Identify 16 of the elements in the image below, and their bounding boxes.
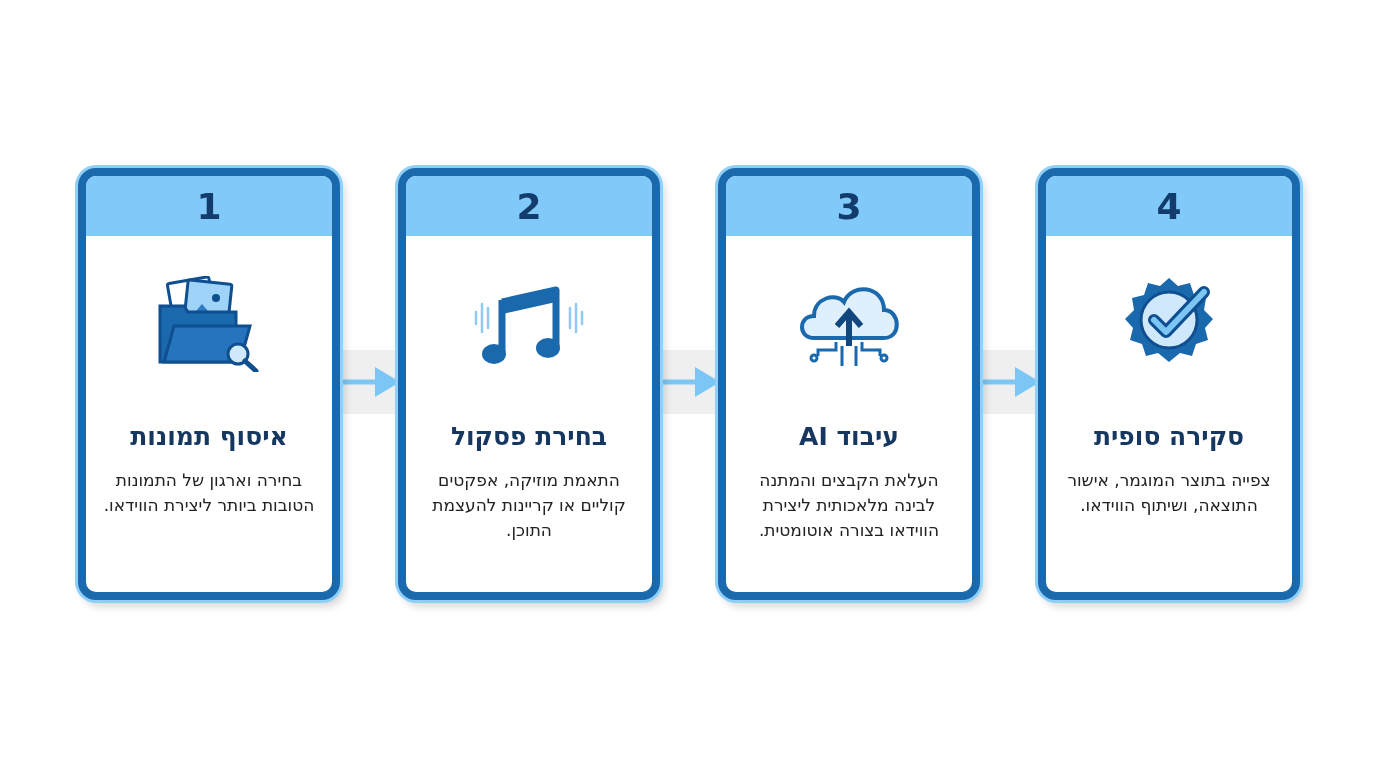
- step-number: 2: [516, 185, 542, 227]
- step-description: בחירה וארגון של התמונות הטובות ביותר ליצירת הווידאו.: [102, 469, 316, 517]
- step-card: [398, 168, 660, 600]
- step-description: צפייה בתוצר המוגמר, אישור התוצאה, ושיתוף הווידאו.: [1066, 469, 1272, 517]
- step-title: עיבוד AI: [798, 422, 900, 451]
- step-title: איסוף תמונות: [129, 422, 289, 451]
- step-description: התאמת מוזיקה, אפקטים קוליים או קריינות להעצמת התוכן.: [431, 469, 627, 542]
- step-number: 4: [1156, 185, 1182, 227]
- step-card: [1038, 168, 1300, 600]
- step-title: בחירת פסקול: [449, 422, 609, 451]
- step-number: 1: [196, 185, 222, 227]
- step-title: סקירה סופית: [1092, 422, 1246, 451]
- step-number: 3: [836, 185, 862, 227]
- step-description: העלאת הקבצים והמתנה לבינה מלאכותית ליצירת הווידאו בצורה אוטומטית.: [757, 469, 941, 542]
- step-card: [78, 168, 340, 600]
- step-card: [718, 168, 980, 600]
